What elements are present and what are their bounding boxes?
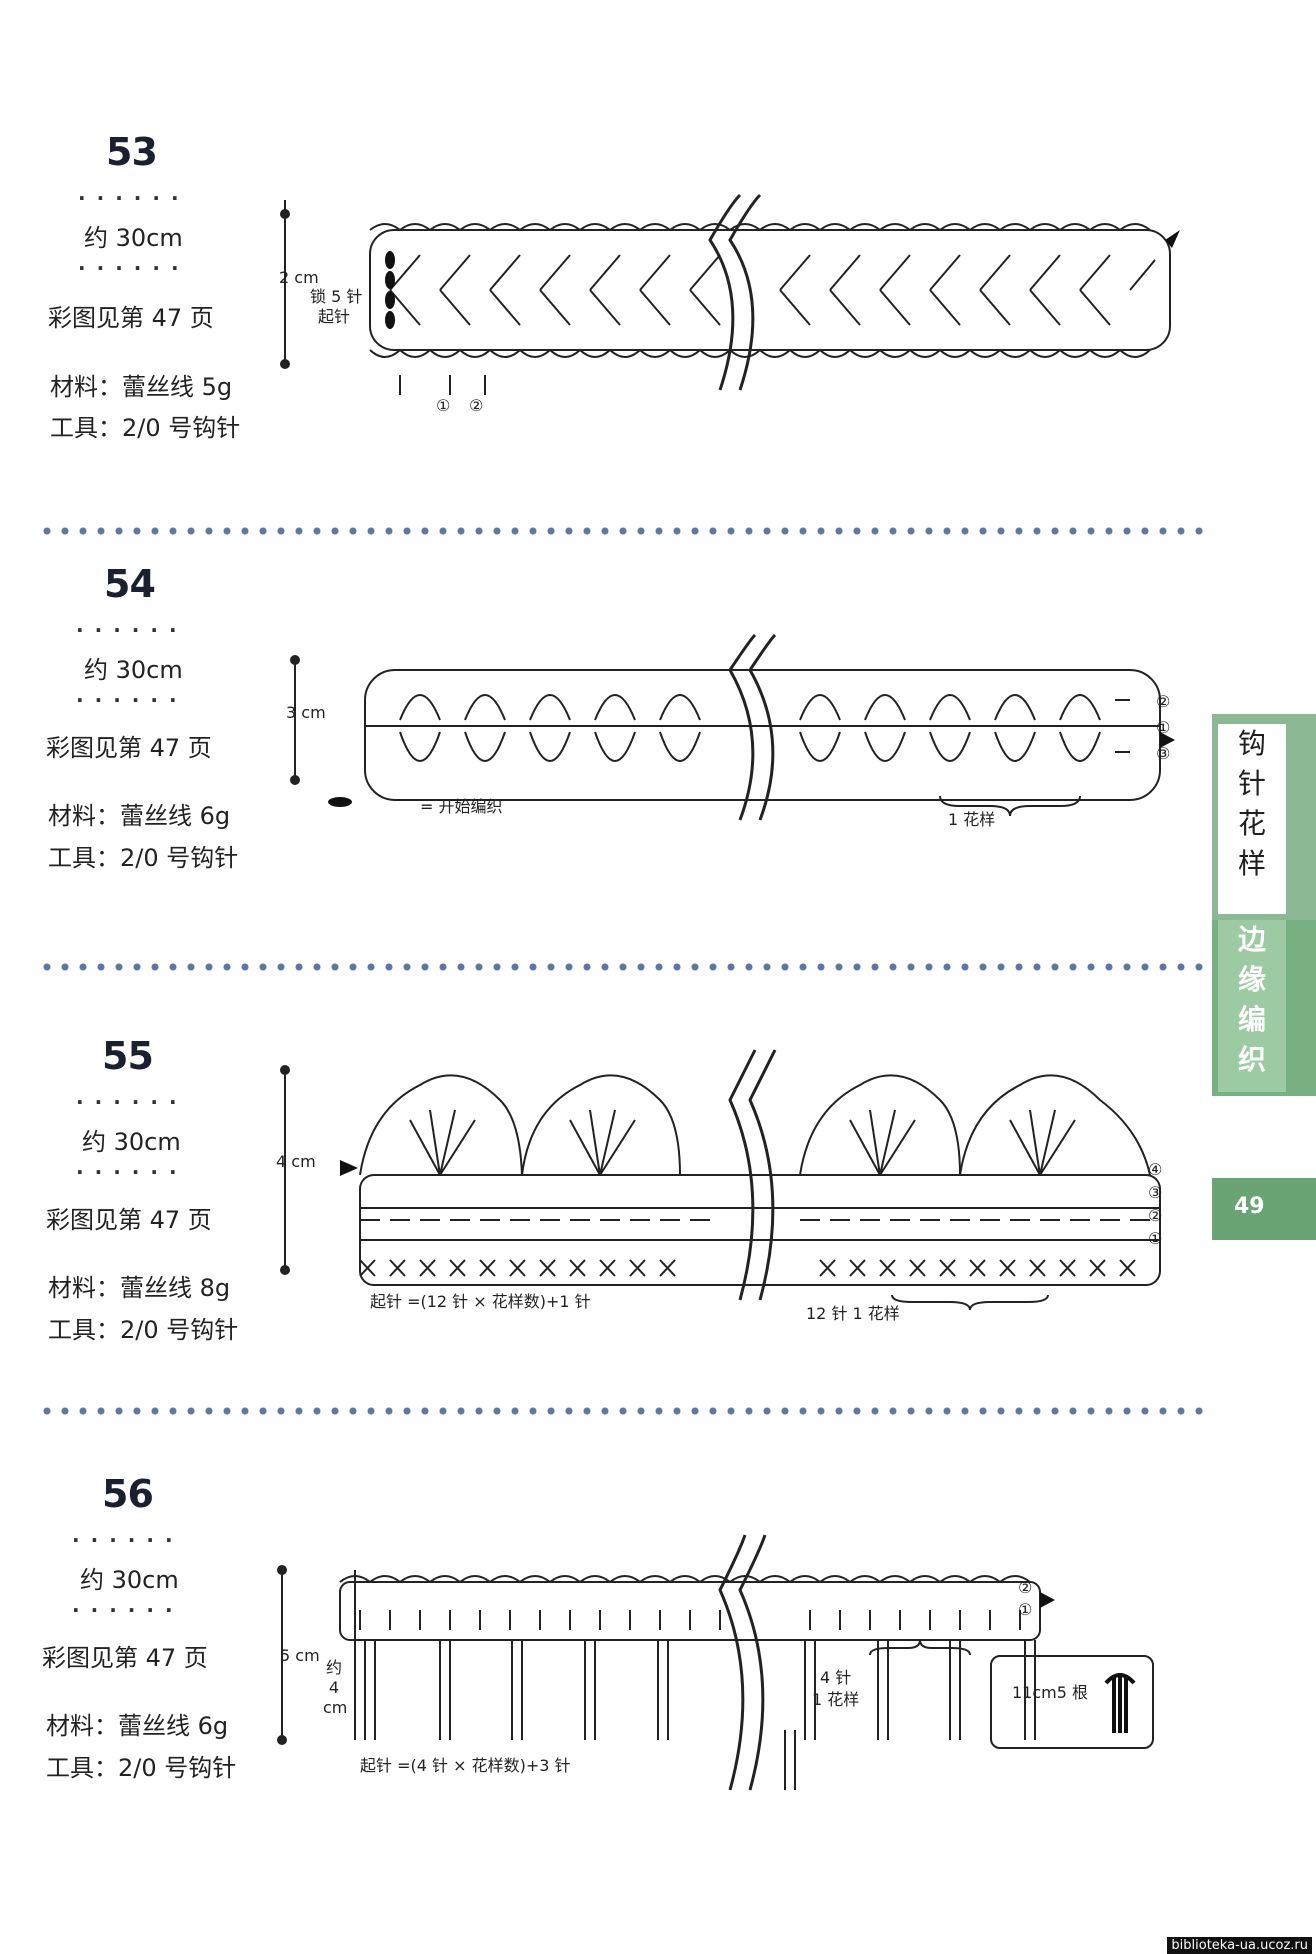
pattern-54-number: 54 — [104, 562, 156, 606]
pattern-56-motif-label-2: 1 花样 — [812, 1690, 860, 1709]
pattern-56-color-ref: 彩图见第 47 页 — [42, 1644, 208, 1672]
pattern-54-row-marker-2: ① — [1156, 718, 1171, 737]
pattern-53-tool: 工具：2/0 号钩针 — [50, 414, 241, 442]
pattern-54-legend-start: = 开始编织 — [420, 797, 503, 816]
pattern-56-fringe-label: 约 4 cm — [323, 1658, 348, 1717]
pattern-56-height-label: 5 cm — [280, 1646, 320, 1665]
pattern-55-length: 约 30cm — [82, 1128, 181, 1156]
pattern-53-height-label: 2 cm — [279, 268, 319, 287]
pattern-53-diagram — [280, 193, 1180, 395]
dot-divider: ······ — [72, 1528, 184, 1552]
dot-divider: ······ — [76, 1090, 188, 1114]
sidebar-page-band: 49 — [1212, 1178, 1316, 1240]
pattern-55-material: 材料：蕾丝线 8g — [48, 1274, 231, 1302]
pattern-55-row-marker-3: ② — [1148, 1206, 1163, 1225]
section-separator — [38, 1406, 1210, 1416]
dot-divider: ······ — [78, 256, 190, 280]
sidebar-char: 花 — [1237, 807, 1266, 840]
pattern-53-chain-label-2: 起针 — [318, 307, 351, 326]
sidebar-char: 钩 — [1237, 727, 1266, 760]
sidebar-char: 针 — [1237, 767, 1266, 800]
pattern-55-height-label: 4 cm — [276, 1152, 316, 1171]
pattern-55-number: 55 — [102, 1034, 154, 1078]
sidebar-char: 缘 — [1237, 963, 1266, 996]
dot-divider: ······ — [78, 186, 190, 210]
pattern-56-material: 材料：蕾丝线 6g — [46, 1712, 229, 1740]
pattern-53-color-ref: 彩图见第 47 页 — [48, 304, 214, 332]
pattern-54-row-marker-1: ② — [1156, 692, 1171, 711]
pattern-53-material: 材料：蕾丝线 5g — [50, 373, 233, 401]
pattern-54-diagram — [290, 633, 1175, 821]
fringe-box-label: 11cm5 根 — [1012, 1683, 1089, 1702]
pattern-54-height-label: 3 cm — [286, 703, 326, 722]
pattern-56-row-marker-1: ② — [1018, 1578, 1033, 1597]
pattern-56-motif-label-1: 4 针 — [820, 1668, 852, 1687]
sidebar-char: 样 — [1237, 847, 1266, 880]
pattern-54-motif-label: 1 花样 — [948, 810, 996, 829]
sidebar-char: 边 — [1237, 923, 1266, 956]
fringe-box: 11cm5 根 — [990, 1655, 1154, 1749]
pattern-53-row-marker-1: ① — [436, 396, 451, 415]
pattern-53-length: 约 30cm — [84, 224, 183, 252]
pattern-53-chain-label: 锁 5 针 — [310, 287, 363, 306]
pattern-54-tool: 工具：2/0 号钩针 — [48, 844, 239, 872]
pattern-55-diagram — [280, 1049, 1161, 1311]
pattern-56-diagram — [277, 1534, 1055, 1791]
pattern-54-length: 约 30cm — [84, 656, 183, 684]
pattern-56-tool: 工具：2/0 号钩针 — [46, 1754, 237, 1782]
fringe-tassel-icon — [1104, 1673, 1136, 1733]
sidebar-section-top: 钩 针 花 样 — [1212, 714, 1316, 920]
pattern-55-formula: 起针 =(12 针 × 花样数)+1 针 — [370, 1292, 591, 1311]
pattern-55-row-marker-1: ④ — [1148, 1160, 1163, 1179]
sidebar-top-panel: 钩 针 花 样 — [1218, 724, 1286, 914]
pattern-55-tool: 工具：2/0 号钩针 — [48, 1316, 239, 1344]
sidebar-char: 织 — [1237, 1043, 1266, 1076]
sidebar-section-mid: 边 缘 编 织 — [1212, 920, 1316, 1096]
watermark: biblioteka-ua.ucoz.ru — [1167, 1937, 1312, 1954]
pattern-55-motif-label: 12 针 1 花样 — [806, 1304, 900, 1323]
pattern-55-row-marker-2: ③ — [1148, 1183, 1163, 1202]
sidebar-char: 编 — [1237, 1003, 1266, 1036]
pattern-56-length: 约 30cm — [80, 1566, 179, 1594]
pattern-54-row-marker-3: ③ — [1156, 744, 1171, 763]
pattern-56-row-marker-2: ① — [1018, 1600, 1033, 1619]
dot-divider: ······ — [76, 688, 188, 712]
pattern-55-row-marker-4: ① — [1148, 1229, 1163, 1248]
pattern-56-formula: 起针 =(4 针 × 花样数)+3 针 — [360, 1756, 571, 1775]
dot-divider: ······ — [76, 1160, 188, 1184]
section-separator — [38, 962, 1210, 972]
pattern-54-color-ref: 彩图见第 47 页 — [46, 734, 212, 762]
pattern-54-material: 材料：蕾丝线 6g — [48, 802, 231, 830]
pattern-53-row-marker-2: ② — [469, 396, 484, 415]
page-number: 49 — [1234, 1194, 1265, 1219]
pattern-55-color-ref: 彩图见第 47 页 — [46, 1206, 212, 1234]
pattern-53-number: 53 — [106, 130, 158, 174]
section-separator — [38, 526, 1210, 536]
sidebar-mid-panel: 边 缘 编 织 — [1218, 920, 1286, 1092]
dot-divider: ······ — [76, 618, 188, 642]
dot-divider: ······ — [72, 1598, 184, 1622]
pattern-56-number: 56 — [102, 1472, 154, 1516]
